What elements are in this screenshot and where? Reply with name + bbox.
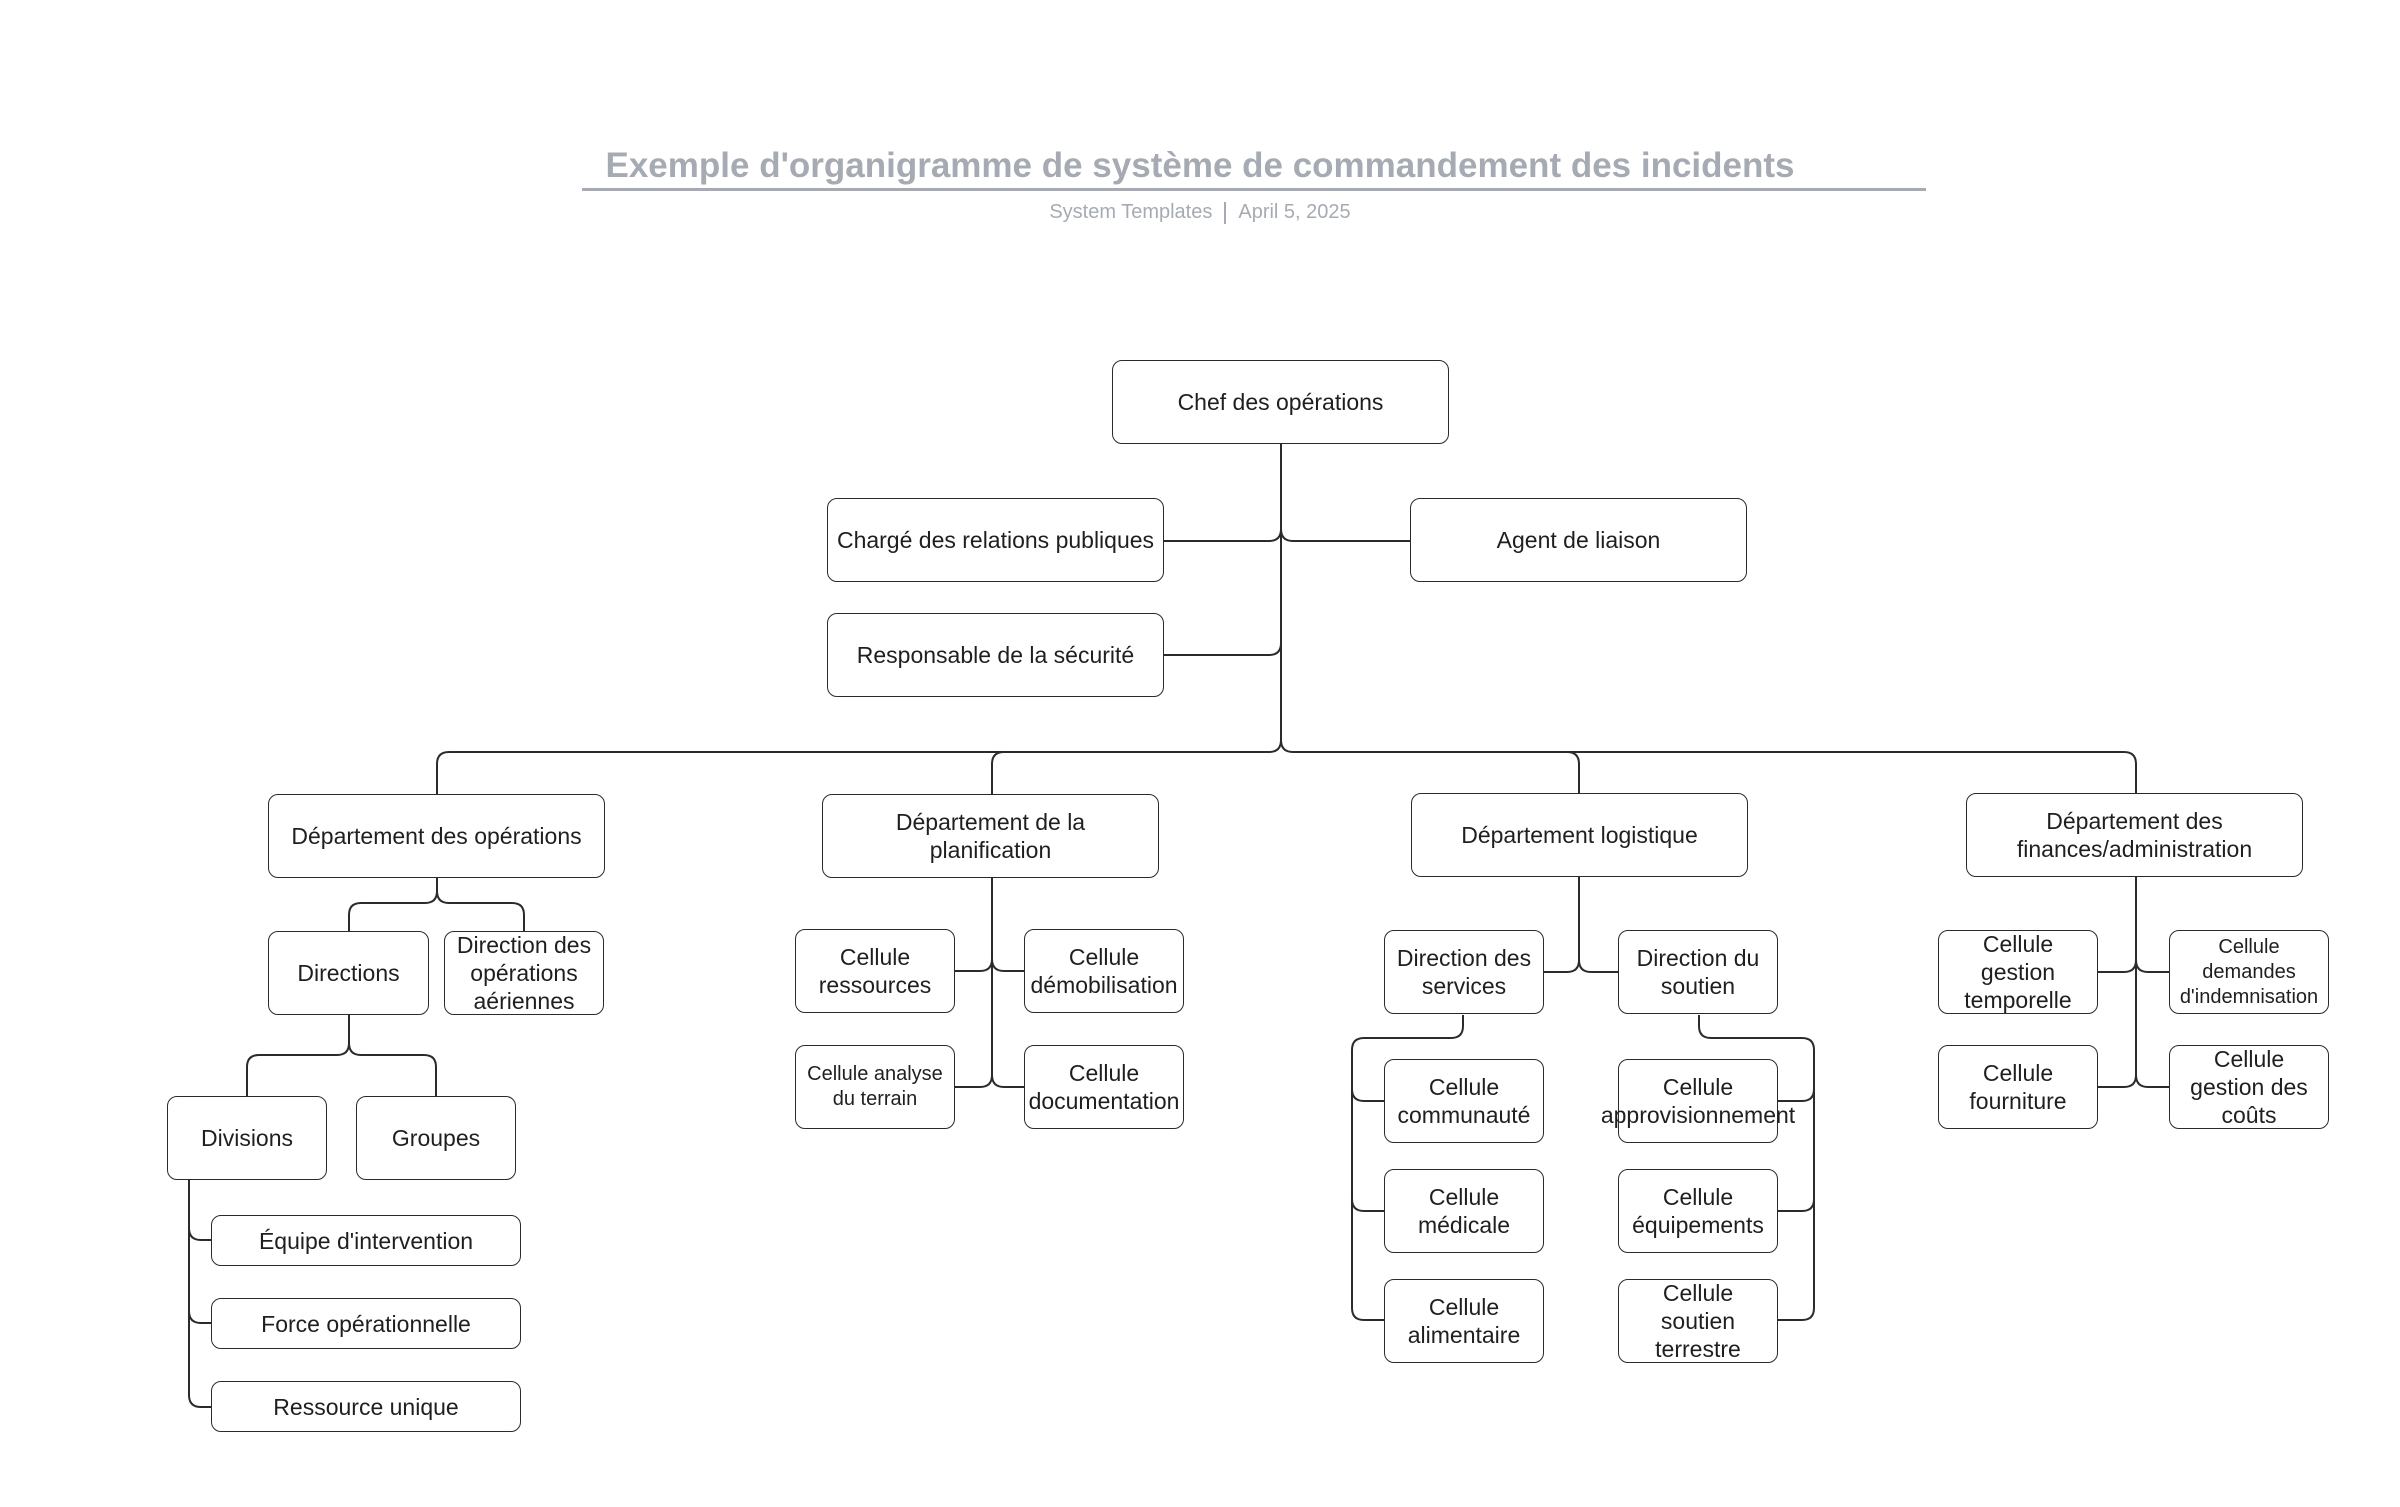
node-cellule-medicale[interactable]: Cellule médicale (1384, 1169, 1544, 1253)
connector-divisions-trunk (188, 1180, 211, 1408)
connector-liaison (1280, 528, 1410, 542)
connector-dept-bus (436, 739, 1282, 794)
node-force-operationnelle[interactable]: Force opérationnelle (211, 1298, 521, 1349)
node-groupes[interactable]: Groupes (356, 1096, 516, 1180)
connector-documentation (991, 1074, 1024, 1088)
connector-communaute (1351, 1088, 1384, 1102)
node-departement-operations[interactable]: Département des opérations (268, 794, 605, 878)
node-divisions[interactable]: Divisions (167, 1096, 327, 1180)
node-responsable-securite[interactable]: Responsable de la sécurité (827, 613, 1164, 697)
subtitle-separator (1224, 201, 1227, 224)
diagram-title: Exemple d'organigramme de système de com… (605, 146, 1795, 185)
diagram-subtitle: System Templates April 5, 2025 (0, 199, 2400, 225)
node-direction-services[interactable]: Direction des services (1384, 930, 1544, 1014)
node-cellule-soutien-terrestre[interactable]: Cellule soutien terrestre (1618, 1279, 1778, 1363)
connector-directions-divisions (246, 1042, 350, 1096)
node-cellule-communaute[interactable]: Cellule communauté (1384, 1059, 1544, 1143)
connector-dept-bus-right (1280, 739, 2137, 793)
node-cellule-gestion-couts[interactable]: Cellule gestion des coûts (2169, 1045, 2329, 1129)
connector-approvisionnement (1777, 1088, 1815, 1102)
connector-equipements (1777, 1198, 1815, 1212)
node-cellule-gestion-temporelle[interactable]: Cellule gestion temporelle (1938, 930, 2098, 1014)
node-cellule-documentation[interactable]: Cellule documentation (1024, 1045, 1184, 1129)
connector-ressources (954, 958, 993, 972)
node-cellule-demobilisation[interactable]: Cellule démobilisation (1024, 929, 1184, 1013)
node-cellule-equipements[interactable]: Cellule équipements (1618, 1169, 1778, 1253)
connector-couts (2135, 1074, 2169, 1088)
node-departement-finances[interactable]: Département des finances/administration (1966, 793, 2303, 877)
connector-temporelle (2097, 959, 2137, 973)
connector-dept-logistique (1566, 751, 1580, 793)
node-departement-planification[interactable]: Département de la planification (822, 794, 1159, 878)
node-relations-publiques[interactable]: Chargé des relations publiques (827, 498, 1164, 582)
connector-fourniture (2097, 1074, 2137, 1088)
date-label: April 5, 2025 (1238, 201, 1351, 223)
node-equipe-intervention[interactable]: Équipe d'intervention (211, 1215, 521, 1266)
connector-analyse (954, 1074, 993, 1088)
connector-services-bus (1351, 1015, 1464, 1321)
node-direction-operations-aeriennes[interactable]: Direction des opérations aériennes (444, 931, 604, 1015)
node-chef-operations[interactable]: Chef des opérations (1112, 360, 1449, 444)
connector-equipe (188, 1227, 211, 1241)
connector-log-soutien (1578, 959, 1618, 973)
connector-ops-aeriennes (436, 890, 525, 931)
connector-directions-groupes (348, 1042, 437, 1096)
node-ressource-unique[interactable]: Ressource unique (211, 1381, 521, 1432)
connector-soutien-bus (1698, 1015, 1815, 1321)
connector-ops-directions (348, 890, 438, 931)
connector-relations (1161, 528, 1282, 542)
connector-medicale (1351, 1198, 1384, 1212)
node-cellule-analyse-terrain[interactable]: Cellule analyse du terrain (795, 1045, 955, 1129)
connector-force (188, 1310, 211, 1324)
node-cellule-approvisionnement[interactable]: Cellule approvisionnement (1601, 1059, 1795, 1143)
connector-securite (1161, 642, 1282, 656)
connector-dept-planification (991, 751, 1005, 794)
node-cellule-fourniture[interactable]: Cellule fourniture (1938, 1045, 2098, 1129)
node-cellule-demandes-indemnisation[interactable]: Cellule demandes d'indemnisation (2169, 930, 2329, 1014)
node-directions[interactable]: Directions (268, 931, 429, 1015)
connector-demobilisation (991, 958, 1024, 972)
connector-log-services (1543, 959, 1580, 973)
node-direction-soutien[interactable]: Direction du soutien (1618, 930, 1778, 1014)
node-cellule-ressources[interactable]: Cellule ressources (795, 929, 955, 1013)
node-departement-logistique[interactable]: Département logistique (1411, 793, 1748, 877)
node-cellule-alimentaire[interactable]: Cellule alimentaire (1384, 1279, 1544, 1363)
title-underline (582, 188, 1926, 191)
connector-indemnisation (2135, 959, 2169, 973)
node-agent-liaison[interactable]: Agent de liaison (1410, 498, 1747, 582)
author-label: System Templates (1049, 201, 1213, 223)
